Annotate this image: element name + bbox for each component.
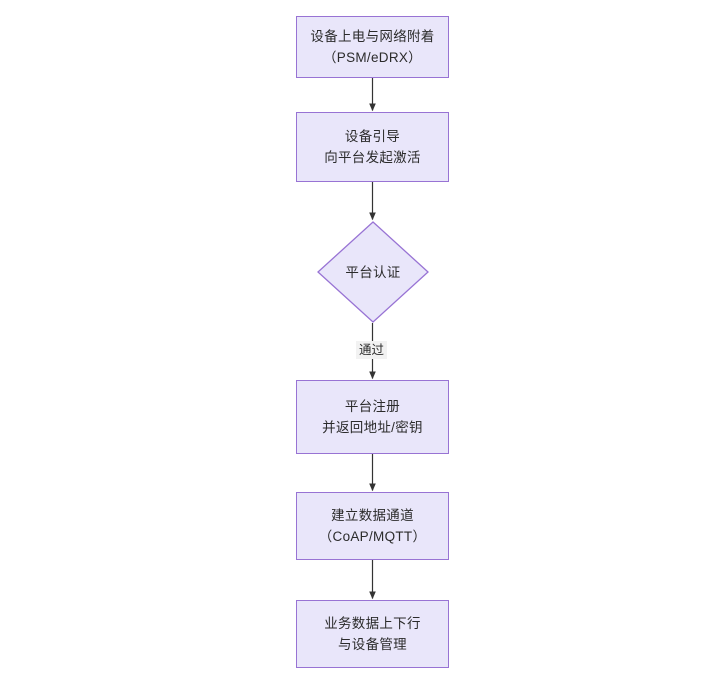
node-device-power-on[interactable]: 设备上电与网络附着 （PSM/eDRX） xyxy=(296,16,449,78)
diamond-shape xyxy=(317,221,429,323)
node-platform-registration[interactable]: 平台注册 并返回地址/密钥 xyxy=(296,380,449,454)
edge-label-pass: 通过 xyxy=(356,341,388,359)
node-label: 设备上电与网络附着 （PSM/eDRX） xyxy=(310,29,435,65)
node-label: 设备引导 向平台发起激活 xyxy=(324,129,421,165)
node-label: 业务数据上下行 与设备管理 xyxy=(324,616,421,652)
node-platform-authentication[interactable]: 平台认证 xyxy=(317,221,429,323)
node-business-data-and-device-management[interactable]: 业务数据上下行 与设备管理 xyxy=(296,600,449,668)
node-label: 平台认证 xyxy=(345,264,401,280)
node-label: 建立数据通道 （CoAP/MQTT） xyxy=(318,508,427,544)
node-label: 平台注册 并返回地址/密钥 xyxy=(322,399,423,435)
node-device-bootstrap[interactable]: 设备引导 向平台发起激活 xyxy=(296,112,449,182)
node-establish-data-channel[interactable]: 建立数据通道 （CoAP/MQTT） xyxy=(296,492,449,560)
